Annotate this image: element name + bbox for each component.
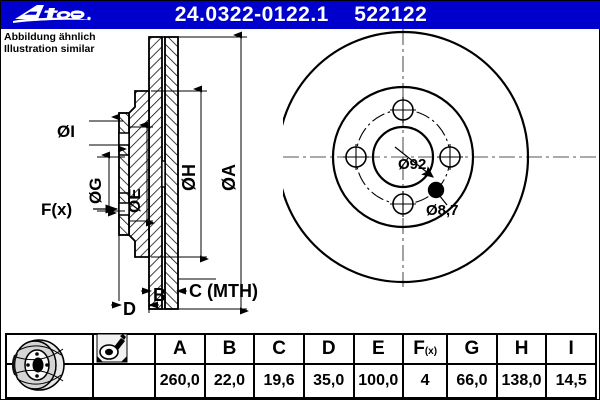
bolt-hole-marker-dot [427, 181, 445, 199]
value-i: 14,5 [545, 363, 597, 399]
caliper-pictogram-cell [92, 333, 156, 365]
callout-fx: F(x) [41, 200, 119, 219]
dimension-b-c-d: B C (MTH) D [111, 235, 258, 319]
dimension-dia-e: ØE [125, 121, 155, 227]
dimension-dia-i: ØI [57, 113, 127, 153]
col-header-fx-sub: (x) [424, 346, 438, 357]
col-header-d: D [302, 333, 355, 365]
value-g: 66,0 [446, 363, 498, 399]
col-header-b: B [203, 333, 256, 365]
callout-bolt-hole: Ø8,7 [426, 181, 459, 219]
value-e: 100,0 [352, 363, 405, 399]
label-fx: F(x) [41, 200, 72, 219]
header-band: 24.0322-0122.1 522122 [1, 1, 600, 29]
value-fx: 4 [402, 363, 449, 399]
dimension-dia-h: ØH [151, 85, 209, 263]
note-german: Abbildung ähnlich [4, 31, 96, 43]
brake-caliper-icon [96, 333, 128, 363]
centre-lines [283, 29, 600, 287]
label-dia-e: ØE [125, 188, 144, 213]
col-header-fx-main: F [413, 338, 425, 359]
value-h: 138,0 [495, 363, 548, 399]
bolt-holes [343, 97, 463, 217]
col-header-h: H [495, 333, 548, 365]
ate-logo [13, 5, 91, 23]
label-b: B [153, 285, 166, 305]
disc-circles [283, 30, 530, 284]
col-header-a: A [154, 333, 206, 365]
label-dia-h: ØH [179, 164, 199, 191]
spacer-cell-2 [92, 363, 156, 399]
part-number-title: 24.0322-0122.1 522122 [174, 3, 428, 26]
table-header-row: A B C D E F(x) G H I [5, 333, 597, 391]
note-english: Illustration similar [4, 43, 95, 55]
value-a: 260,0 [154, 363, 206, 399]
table-value-row: 260,0 22,0 19,6 35,0 100,0 4 66,0 138,0 … [5, 363, 597, 399]
label-c: C (MTH) [189, 281, 258, 301]
col-header-fx: F(x) [402, 333, 449, 365]
plan-view: Ø92 Ø8,7 [283, 29, 600, 287]
disc-profile-geometry [118, 36, 179, 310]
spec-table: A B C D E F(x) G H I 260,0 22,0 19,6 35,… [5, 333, 597, 399]
value-b: 22,0 [203, 363, 256, 399]
label-bolt-hole: Ø8,7 [426, 202, 459, 219]
cross-section-view: ØI ØG ØE [41, 31, 258, 319]
col-header-e: E [352, 333, 405, 365]
value-d: 35,0 [302, 363, 355, 399]
col-header-i: I [545, 333, 597, 365]
dimension-dia-a: ØA [177, 31, 249, 315]
disc-pictogram-cell [5, 333, 94, 391]
label-dia-a: ØA [219, 164, 239, 191]
col-header-g: G [446, 333, 498, 365]
label-bolt-circle: Ø92 [398, 156, 426, 173]
label-d: D [123, 299, 136, 319]
brake-disc-icon [11, 339, 65, 391]
label-dia-i: ØI [57, 122, 75, 141]
value-c: 19,6 [253, 363, 305, 399]
label-dia-g: ØG [86, 178, 105, 204]
col-header-c: C [253, 333, 305, 365]
callout-bolt-circle: Ø92 [394, 146, 434, 178]
